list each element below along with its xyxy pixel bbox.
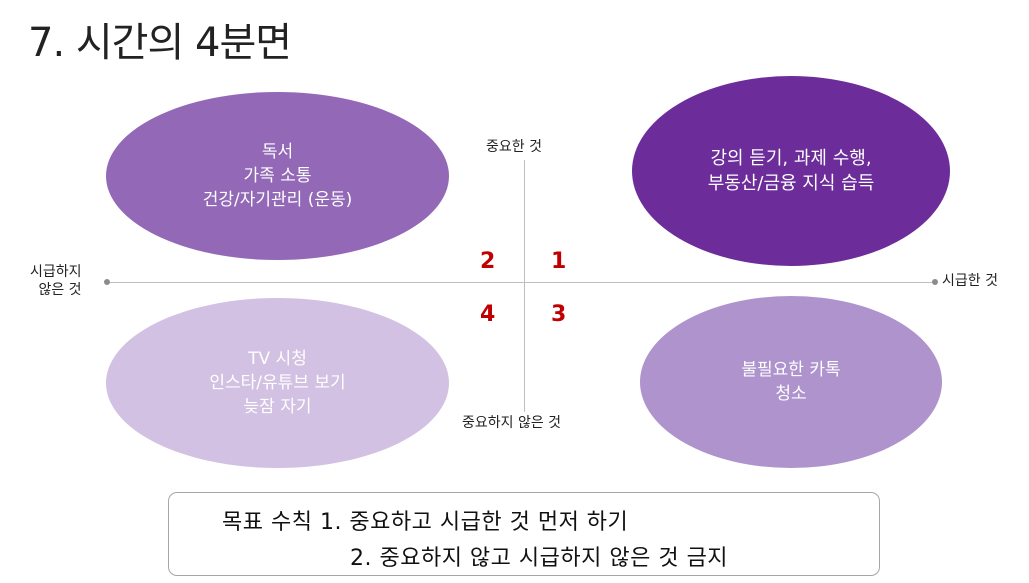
rule-line-2: 2. 중요하지 않고 시급하지 않은 것 금지 [350, 546, 729, 571]
quadrant-number-3: 3 [551, 302, 567, 327]
horizontal-axis [108, 282, 935, 283]
quadrant-1-ellipse: 강의 듣기, 과제 수행, 부동산/금융 지식 습득 [632, 76, 950, 266]
rule-line-1: 목표 수칙 1. 중요하고 시급한 것 먼저 하기 [222, 510, 629, 535]
axis-left-dot [104, 279, 110, 285]
quadrant-4-item: 늦잠 자기 [243, 397, 312, 417]
quadrant-4-item: 인스타/유튜브 보기 [209, 373, 346, 393]
quadrant-2-item: 독서 [261, 142, 294, 162]
quadrant-3-item: 불필요한 카톡 [741, 360, 841, 380]
quadrant-4-item: TV 시청 [248, 349, 307, 369]
axis-label-important: 중요한 것 [486, 139, 542, 155]
axis-right-dot [932, 279, 938, 285]
axis-label-not-important: 중요하지 않은 것 [462, 415, 562, 431]
axis-label-urgent: 시급한 것 [942, 273, 998, 289]
page-title: 7. 시간의 4분면 [28, 20, 292, 66]
quadrant-4-ellipse: TV 시청 인스타/유튜브 보기 늦잠 자기 [106, 298, 449, 468]
quadrant-number-2: 2 [480, 249, 496, 274]
vertical-axis [524, 160, 525, 412]
axis-label-not-urgent-line2: 않은 것 [38, 282, 82, 298]
quadrant-1-item: 강의 듣기, 과제 수행, [710, 148, 872, 169]
quadrant-2-item: 가족 소통 [243, 166, 312, 186]
axis-label-not-urgent: 시급하지 않은 것 [30, 263, 82, 299]
quadrant-2-ellipse: 독서 가족 소통 건강/자기관리 (운동) [106, 92, 449, 260]
rules-box [168, 492, 880, 576]
quadrant-1-item: 부동산/금융 지식 습득 [707, 173, 875, 194]
quadrant-number-4: 4 [480, 302, 496, 327]
quadrant-2-item: 건강/자기관리 (운동) [202, 190, 353, 210]
quadrant-3-ellipse: 불필요한 카톡 청소 [640, 296, 942, 468]
quadrant-number-1: 1 [551, 249, 567, 274]
quadrant-3-item: 청소 [775, 384, 807, 404]
axis-label-not-urgent-line1: 시급하지 [30, 264, 82, 280]
